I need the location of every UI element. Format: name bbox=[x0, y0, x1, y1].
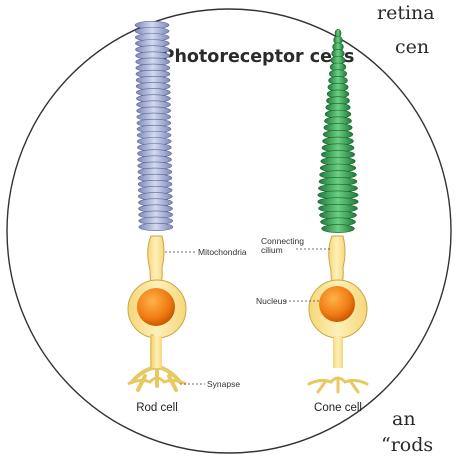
cone-axon bbox=[333, 336, 343, 368]
diagram-title: Photoreceptor cells bbox=[162, 47, 355, 67]
label-nucleus: Nucleus bbox=[256, 296, 287, 306]
caption-cone-cell: Cone cell bbox=[314, 402, 362, 414]
cone-nucleus bbox=[319, 286, 355, 322]
rod-disc bbox=[139, 223, 173, 231]
label-synapse: Synapse bbox=[207, 379, 240, 389]
cone-disc bbox=[322, 225, 355, 233]
rod-nucleus bbox=[137, 288, 175, 326]
label-cilium: cilium bbox=[261, 245, 283, 255]
caption-rod-cell: Rod cell bbox=[136, 402, 178, 414]
label-mitochondria: Mitochondria bbox=[198, 247, 247, 257]
